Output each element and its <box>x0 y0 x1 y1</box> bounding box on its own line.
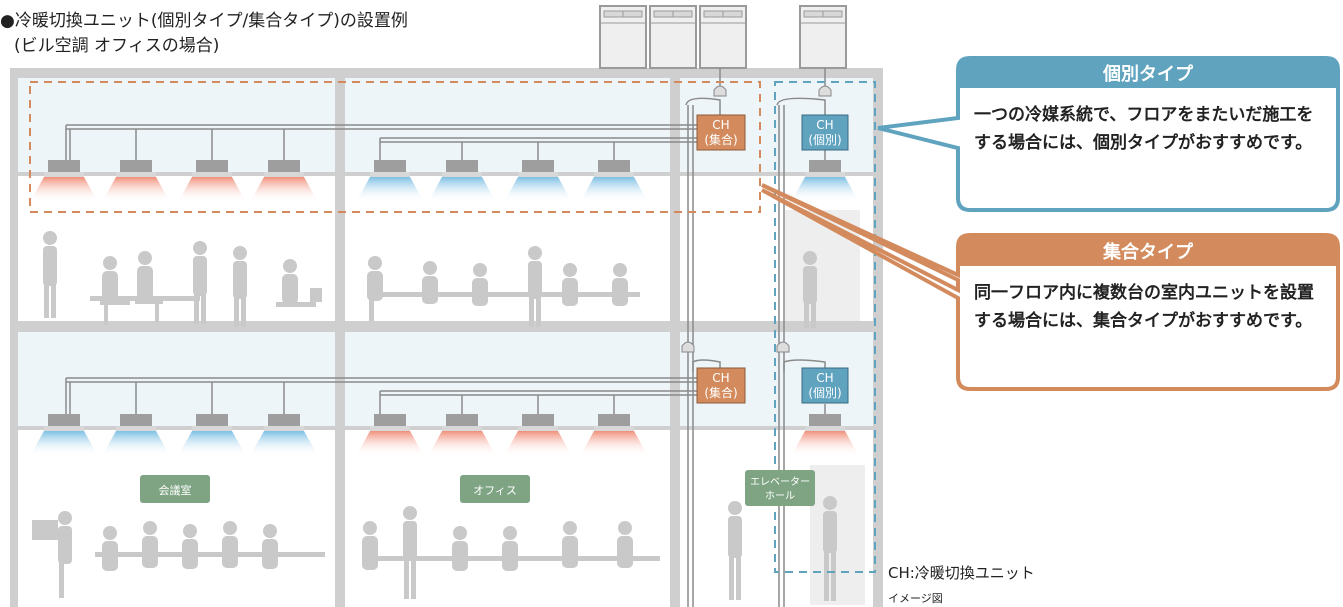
svg-text:会議室: 会議室 <box>159 483 192 497</box>
indoor-unit-cool <box>102 414 170 456</box>
indoor-unit-warm <box>580 414 648 456</box>
indoor-unit-cool <box>580 160 648 202</box>
room-label-meeting: 会議室 <box>140 475 210 503</box>
outdoor-unit <box>649 5 697 69</box>
svg-text:ホール: ホール <box>765 490 795 502</box>
ch-unit-shared-lower: CH (集合) <box>696 367 746 404</box>
room-label-elevator-hall: エレベーター ホール <box>745 470 815 506</box>
svg-text:個別タイプ: 個別タイプ <box>1102 63 1194 85</box>
indoor-unit-cool <box>504 160 572 202</box>
individual-type-outline <box>774 81 876 573</box>
indoor-units-lower <box>30 414 859 456</box>
callout-individual: 個別タイプ <box>877 56 1340 212</box>
indoor-unit-warm <box>250 160 318 202</box>
elevator-door-upper <box>785 210 860 325</box>
indoor-unit-warm <box>356 414 424 456</box>
outdoor-unit <box>599 5 647 69</box>
indoor-unit-warm <box>791 414 859 456</box>
indoor-unit-cool <box>30 414 98 456</box>
indoor-unit-cool <box>428 160 496 202</box>
indoor-unit-warm <box>504 414 572 456</box>
callout-shared-body: 同一フロア内に複数台の室内ユニットを設置する場合には、集合タイプがおすすめです。 <box>974 283 1314 331</box>
room-label-office: オフィス <box>460 475 530 503</box>
indoor-unit-cool <box>356 160 424 202</box>
indoor-unit-warm <box>102 160 170 202</box>
indoor-unit-cool <box>250 414 318 456</box>
elevator-door-lower <box>810 465 865 605</box>
svg-text:(集合): (集合) <box>704 132 737 147</box>
ch-unit-shared-top: CH (集合) <box>696 114 746 151</box>
diagram-subtitle: (ビル空調 オフィスの場合) <box>14 36 220 56</box>
indoor-units-top <box>30 160 859 202</box>
pipe-branch-caps <box>681 85 832 353</box>
diagram-title: ●冷暖切換ユニット(個別タイプ/集合タイプ)の設置例 <box>0 11 408 31</box>
indoor-unit-cool <box>791 160 859 202</box>
indoor-unit-cool <box>178 414 246 456</box>
indoor-unit-warm <box>178 160 246 202</box>
image-note: イメージ図 <box>888 592 943 605</box>
svg-text:(集合): (集合) <box>704 385 737 400</box>
svg-text:オフィス: オフィス <box>473 484 517 497</box>
indoor-unit-warm <box>428 414 496 456</box>
svg-text:CH: CH <box>712 118 729 132</box>
svg-text:CH: CH <box>816 118 833 132</box>
svg-text:(個別): (個別) <box>808 386 841 400</box>
svg-text:CH: CH <box>816 371 833 385</box>
svg-text:集合タイプ: 集合タイプ <box>1102 241 1194 263</box>
ch-unit-individual-lower: CH (個別) <box>801 367 849 404</box>
callout-individual-body: 一つの冷媒系統で、フロアをまたいだ施工をする場合には、個別タイプがおすすめです。 <box>974 105 1314 153</box>
indoor-unit-warm <box>30 160 98 202</box>
svg-text:エレベーター: エレベーター <box>750 476 810 488</box>
refrigerant-pipes <box>65 68 826 607</box>
svg-text:(個別): (個別) <box>808 133 841 147</box>
svg-text:CH: CH <box>712 371 729 385</box>
outdoor-unit <box>799 5 847 69</box>
callout-shared: 集合タイプ <box>761 183 1340 391</box>
people-silhouettes <box>32 231 837 601</box>
legend-text: CH:冷暖切換ユニット <box>888 564 1035 582</box>
outdoor-unit <box>699 5 747 69</box>
ch-unit-individual-top: CH (個別) <box>801 114 849 151</box>
outdoor-units <box>599 5 847 69</box>
shared-type-outline <box>29 81 761 213</box>
